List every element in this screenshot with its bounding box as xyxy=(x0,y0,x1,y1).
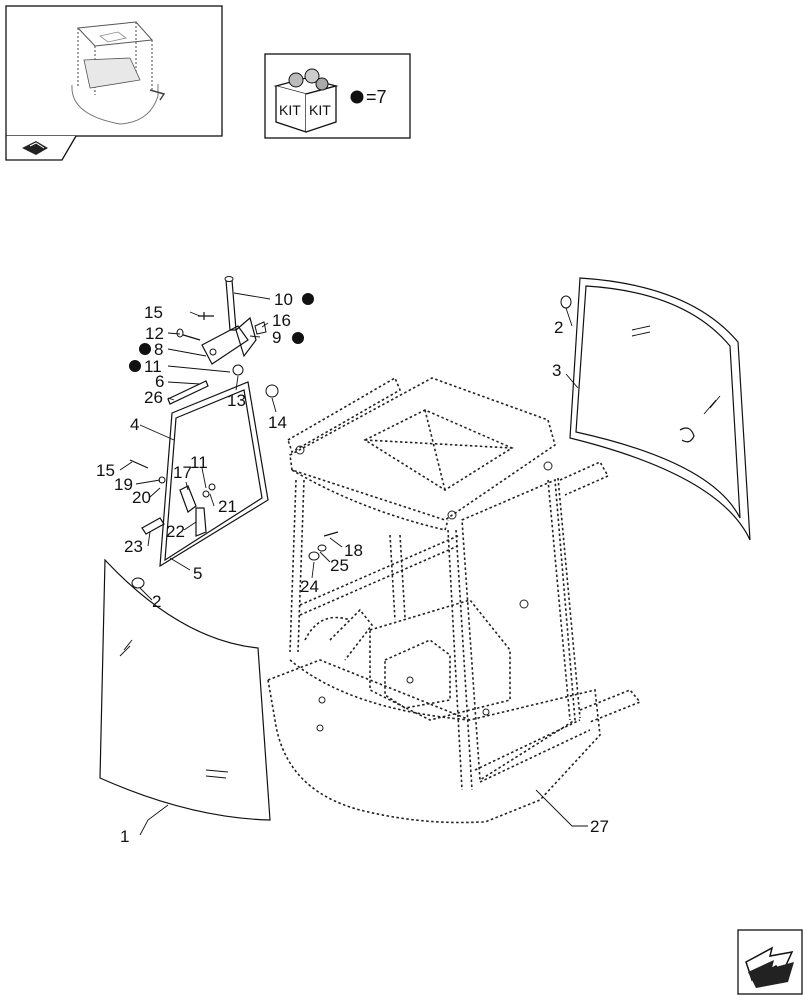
callout-16: 16 xyxy=(272,311,291,330)
callout-17: 17 xyxy=(173,463,192,482)
callout-15-latch: 15 xyxy=(96,461,115,480)
next-page-arrow-icon[interactable] xyxy=(745,946,794,988)
callout-15-top: 15 xyxy=(144,303,163,322)
callout-6: 6 xyxy=(155,372,164,391)
hardware-parts xyxy=(129,276,572,589)
callout-2-front: 2 xyxy=(152,592,161,611)
callout-4: 4 xyxy=(130,415,139,434)
door-glass-4 xyxy=(159,381,269,568)
callout-9: 9 xyxy=(272,328,281,347)
callout-21: 21 xyxy=(218,497,237,516)
callout-13: 13 xyxy=(227,391,246,410)
kit-marker-dot xyxy=(350,90,364,104)
callout-numbers: 1 2 2 3 4 5 6 8 9 10 11 11 12 13 14 15 1… xyxy=(96,290,609,846)
callout-14: 14 xyxy=(268,413,287,432)
callout-8: 8 xyxy=(154,340,163,359)
kit-quantity-text: =7 xyxy=(366,87,387,107)
callout-2-rear: 2 xyxy=(554,318,563,337)
navigation-arrow-icon[interactable] xyxy=(22,141,48,155)
kit-dot-8 xyxy=(139,343,151,355)
kit-dot-9 xyxy=(292,332,304,344)
next-page-nav[interactable] xyxy=(737,929,803,995)
front-glass-1 xyxy=(99,558,271,821)
callout-24: 24 xyxy=(300,577,319,596)
callout-1: 1 xyxy=(120,827,129,846)
overview-thumbnail xyxy=(5,5,223,161)
callout-11-top: 11 xyxy=(144,357,162,376)
kit-legend: KIT KIT =7 xyxy=(264,53,411,139)
callout-5: 5 xyxy=(193,564,202,583)
kit-marker-dots xyxy=(129,293,314,372)
thumbnail-cab-image xyxy=(71,21,166,125)
kit-label-left: KIT xyxy=(279,102,301,118)
callout-19: 19 xyxy=(114,475,133,494)
leader-lines xyxy=(119,292,588,836)
kit-dot-10 xyxy=(302,293,314,305)
callout-20: 20 xyxy=(132,488,151,507)
callout-10: 10 xyxy=(274,290,293,309)
kit-dot-11 xyxy=(129,360,141,372)
callout-11-latch: 11 xyxy=(190,453,208,472)
cab-frame-27 xyxy=(267,376,642,824)
callout-3: 3 xyxy=(552,361,561,380)
callout-26: 26 xyxy=(144,388,163,407)
callout-27: 27 xyxy=(590,817,609,836)
callout-22: 22 xyxy=(166,522,185,541)
callout-18: 18 xyxy=(344,541,363,560)
rear-glass-3 xyxy=(569,277,751,541)
kit-box-icon: KIT KIT xyxy=(273,68,339,133)
callout-23: 23 xyxy=(124,537,143,556)
callout-12: 12 xyxy=(145,324,164,343)
kit-label-right: KIT xyxy=(309,102,331,118)
callout-25: 25 xyxy=(330,556,349,575)
